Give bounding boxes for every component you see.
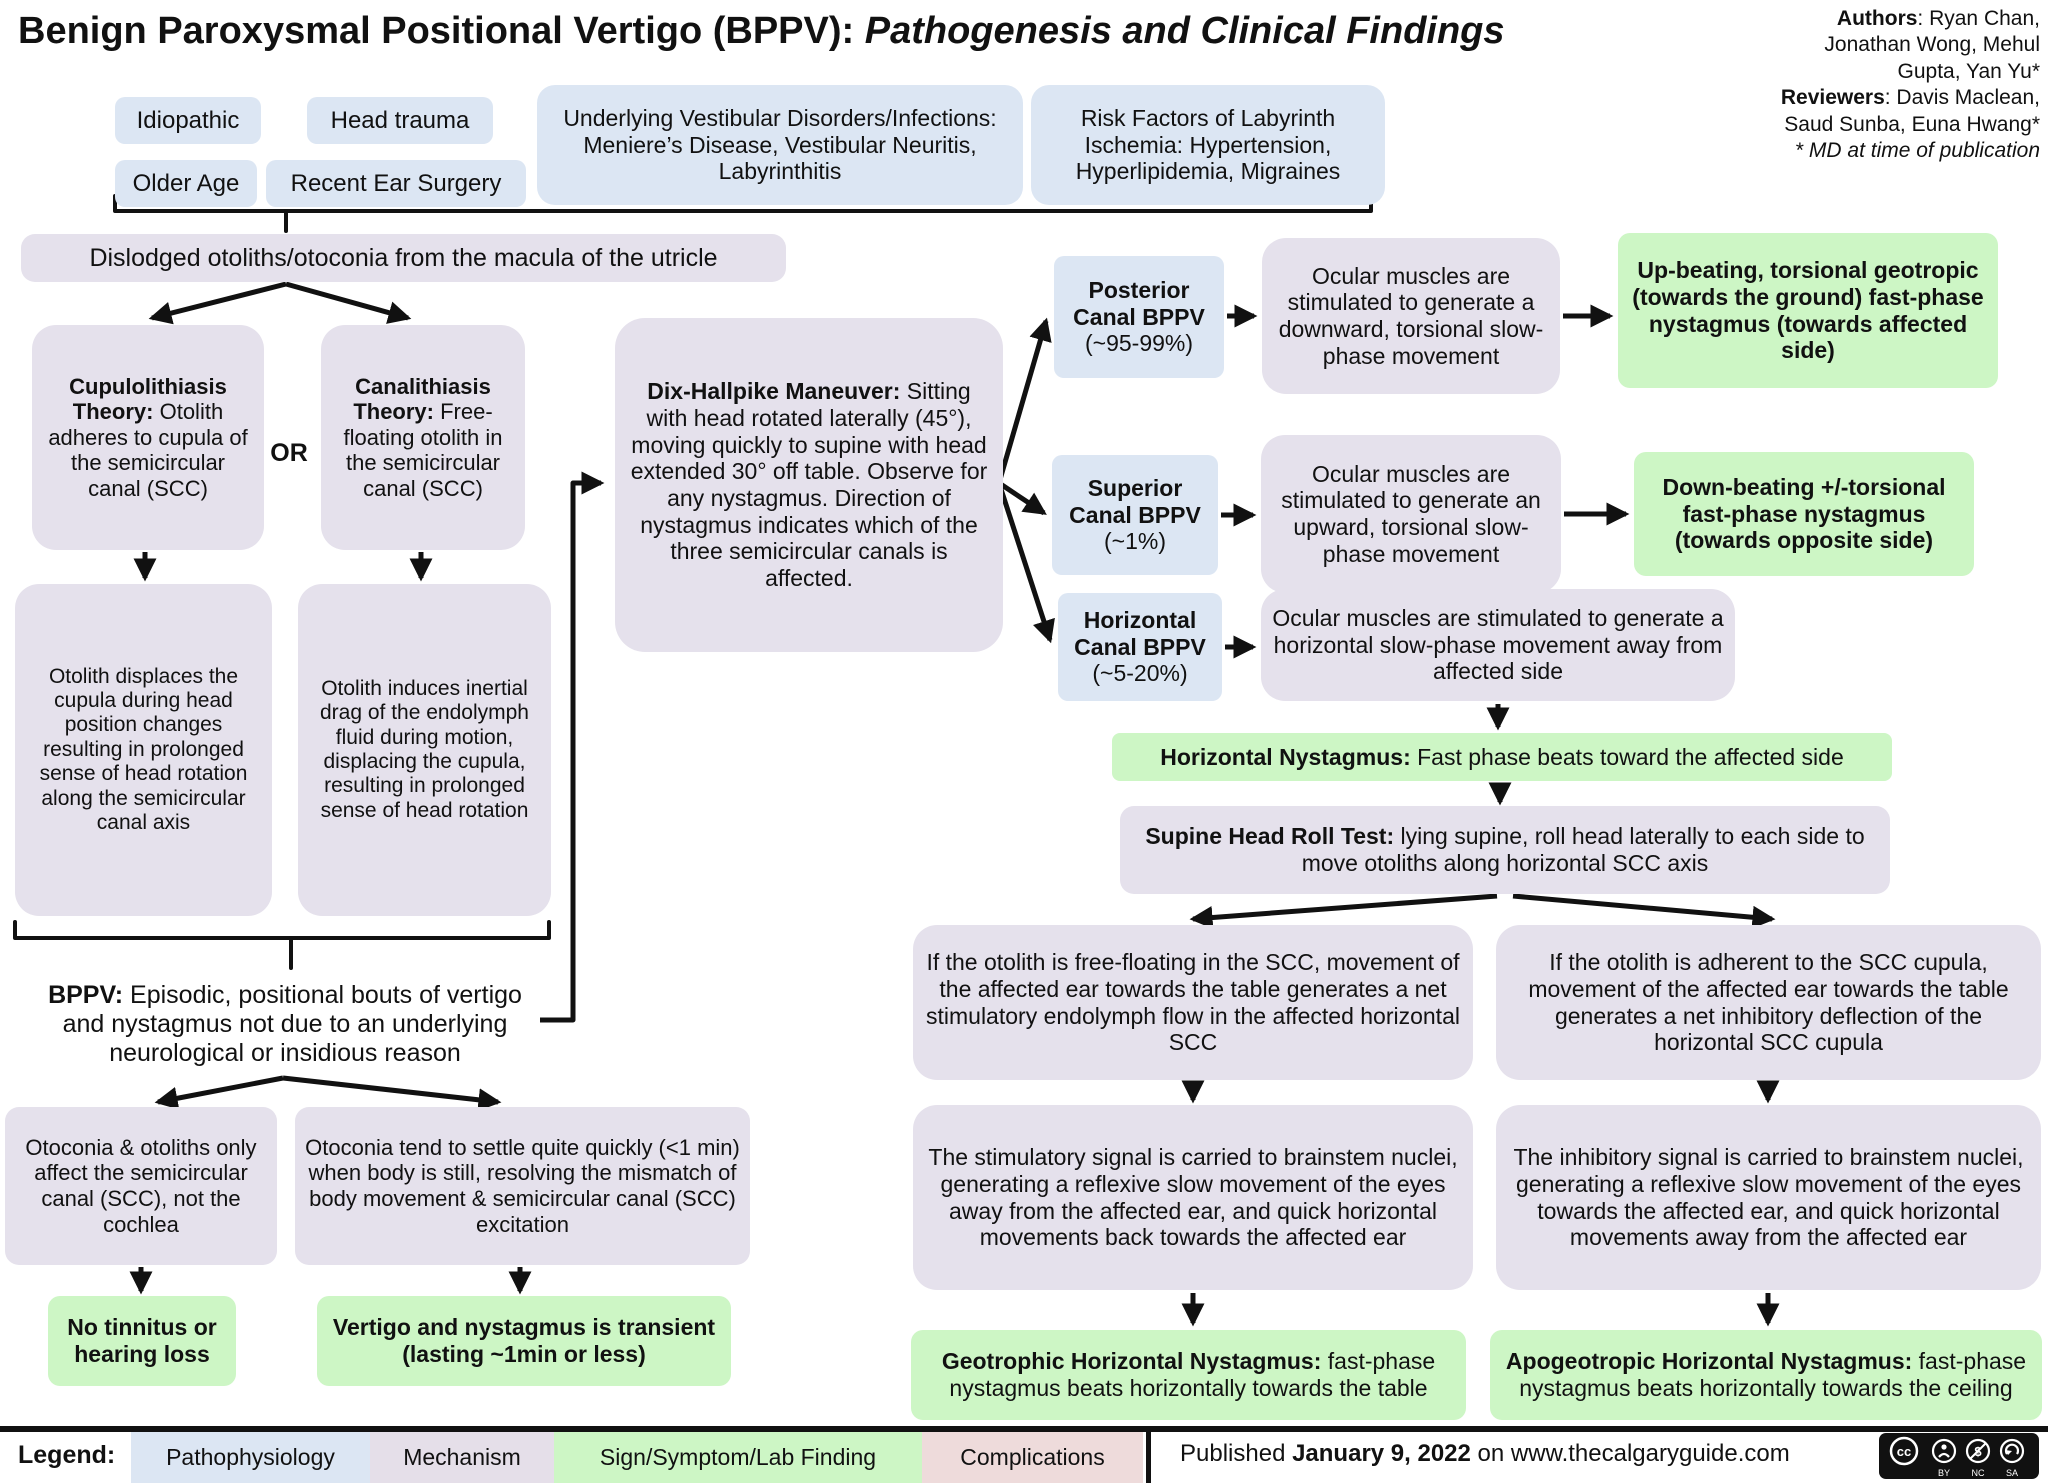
credits-reviewers-line: Reviewers: Davis Maclean, <box>1780 86 2040 110</box>
cc-nc-icon <box>1965 1438 1991 1464</box>
risk-older-age: Older Age <box>115 160 257 207</box>
node-otoconia-settle: Otoconia tend to settle quite quickly (<… <box>295 1107 750 1265</box>
credits-md-note: * MD at time of publication <box>1794 139 2040 163</box>
credits-authors-line1: Authors: Ryan Chan, <box>1836 7 2040 30</box>
node-dislodged-otoliths: Dislodged otoliths/otoconia from the mac… <box>21 234 786 282</box>
title-main: Benign Paroxysmal Positional Vertigo (BP… <box>18 10 865 52</box>
node-horizontal-canal-bppv: Horizontal Canal BPPV(~5-20%) <box>1058 593 1222 701</box>
node-posterior-canal-bppv: Posterior Canal BPPV(~95-99%) <box>1054 256 1224 378</box>
sign-transient-vertigo: Vertigo and nystagmus is transient (last… <box>317 1296 731 1386</box>
node-posterior-ocular-mechanism: Ocular muscles are stimulated to generat… <box>1262 238 1560 394</box>
node-otoconia-affect-scc: Otoconia & otoliths only affect the semi… <box>5 1107 277 1265</box>
sign-geotrophic-nystagmus: Geotrophic Horizontal Nystagmus: fast-ph… <box>911 1330 1466 1420</box>
svg-text:NC: NC <box>1972 1468 1985 1478</box>
node-supine-head-roll-test: Supine Head Roll Test: lying supine, rol… <box>1120 806 1890 894</box>
credits-authors-line3: Gupta, Yan Yu* <box>1897 59 2040 83</box>
title-emphasis: Pathogenesis and Clinical Findings <box>864 10 1505 52</box>
svg-text:SA: SA <box>2006 1468 2018 1478</box>
legend-top-divider <box>0 1426 2048 1432</box>
node-bppv-definition: BPPV: Episodic, positional bouts of vert… <box>48 981 522 1067</box>
node-inhibitory-signal: The inhibitory signal is carried to brai… <box>1496 1105 2041 1290</box>
legend-swatch-pathophysiology: Pathophysiology <box>131 1432 370 1483</box>
sign-down-beating-nystagmus: Down-beating +/-torsional fast-phase nys… <box>1634 452 1974 576</box>
legend-swatch-mechanism: Mechanism <box>370 1432 554 1483</box>
cc-license-badge: cc $ BY NC SA <box>1878 1432 2040 1483</box>
node-dix-hallpike-maneuver: Dix-Hallpike Maneuver: Sitting with head… <box>615 318 1003 652</box>
node-adherent-otolith: If the otolith is adherent to the SCC cu… <box>1496 925 2041 1080</box>
risk-labyrinth-ischemia: Risk Factors of Labyrinth Ischemia: Hype… <box>1031 85 1385 205</box>
credits-block: Authors: Ryan Chan, Jonathan Wong, Mehul… <box>1680 6 2040 165</box>
published-line: Published January 9, 2022 on www.thecalg… <box>1180 1440 1790 1467</box>
svg-text:BY: BY <box>1938 1468 1950 1478</box>
credits-authors-line2: Jonathan Wong, Mehul <box>1824 33 2040 57</box>
legend-swatch-sign-symptom: Sign/Symptom/Lab Finding <box>554 1432 922 1483</box>
legend-swatch-complications: Complications <box>922 1432 1143 1483</box>
node-horizontal-ocular-mechanism: Ocular muscles are stimulated to generat… <box>1261 589 1735 701</box>
sign-up-beating-nystagmus: Up-beating, torsional geotropic (towards… <box>1618 233 1998 388</box>
legend-label: Legend: <box>18 1441 116 1469</box>
node-superior-canal-bppv: Superior Canal BPPV(~1%) <box>1052 455 1218 575</box>
or-label: OR <box>270 438 308 467</box>
node-canalithiasis-theory: Canalithiasis Theory: Free-floating otol… <box>321 325 525 550</box>
node-cupulolithiasis-theory: Cupulolithiasis Theory: Otolith adheres … <box>32 325 264 550</box>
credits-reviewers-line2: Saud Sunba, Euna Hwang* <box>1784 112 2040 136</box>
legend-vertical-divider <box>1146 1426 1151 1483</box>
sign-no-tinnitus: No tinnitus or hearing loss <box>48 1296 236 1386</box>
node-free-floating-otolith: If the otolith is free-floating in the S… <box>913 925 1473 1080</box>
node-otolith-displaces-cupula: Otolith displaces the cupula during head… <box>15 584 272 916</box>
sign-apogeotropic-nystagmus: Apogeotropic Horizontal Nystagmus: fast-… <box>1490 1330 2042 1420</box>
node-otolith-inertial-drag: Otolith induces inertial drag of the end… <box>298 584 551 916</box>
page-title: Benign Paroxysmal Positional Vertigo (BP… <box>18 10 1505 53</box>
node-superior-ocular-mechanism: Ocular muscles are stimulated to generat… <box>1261 435 1561 593</box>
node-stimulatory-signal: The stimulatory signal is carried to bra… <box>913 1105 1473 1290</box>
risk-head-trauma: Head trauma <box>307 97 493 144</box>
cc-by-icon <box>1931 1438 1957 1464</box>
cc-icon <box>1889 1436 1919 1466</box>
risk-recent-ear-surgery: Recent Ear Surgery <box>266 160 526 207</box>
sign-horizontal-nystagmus: Horizontal Nystagmus: Fast phase beats t… <box>1112 733 1892 781</box>
svg-text:cc: cc <box>1897 1444 1911 1459</box>
risk-idiopathic: Idiopathic <box>115 97 261 144</box>
risk-vestibular-disorders: Underlying Vestibular Disorders/Infectio… <box>537 85 1023 205</box>
cc-sa-icon <box>1999 1438 2025 1464</box>
